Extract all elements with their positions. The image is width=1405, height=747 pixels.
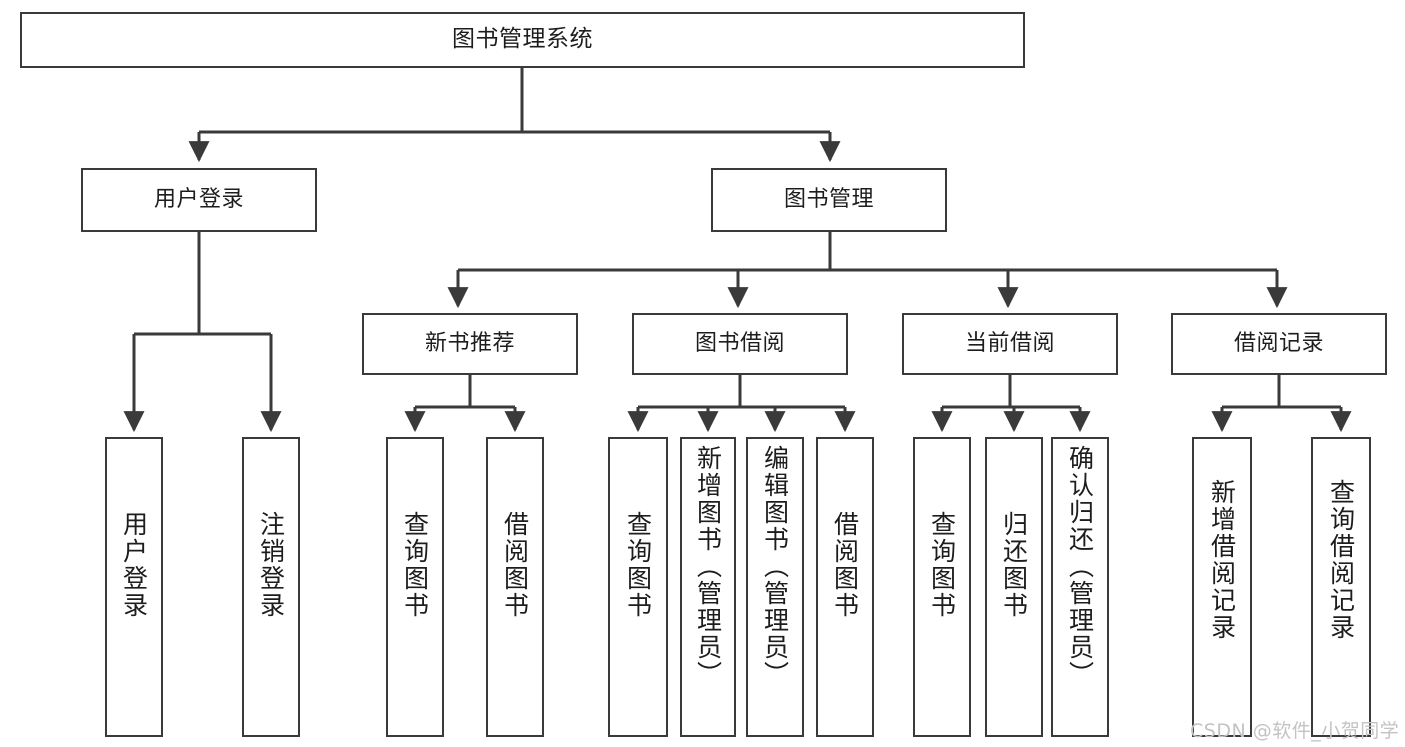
- node-label: 编辑图书（管理员）: [760, 445, 790, 688]
- node-label: 用户登录: [119, 511, 149, 619]
- node-label: 查询图书: [927, 511, 957, 619]
- node-label: 归还图书: [999, 511, 1029, 619]
- node-book-management[interactable]: 图书管理: [711, 168, 947, 232]
- leaf-confirm-return-admin[interactable]: 确认归还（管理员）: [1051, 437, 1109, 737]
- node-label: 借阅记录: [1233, 330, 1324, 356]
- node-label: 新增图书（管理员）: [693, 445, 723, 688]
- leaf-borrow-book-recommend[interactable]: 借阅图书: [486, 437, 544, 737]
- leaf-return-book[interactable]: 归还图书: [985, 437, 1043, 737]
- leaf-add-book-admin[interactable]: 新增图书（管理员）: [680, 437, 736, 737]
- leaf-borrow-book[interactable]: 借阅图书: [816, 437, 874, 737]
- node-label: 新增借阅记录: [1207, 479, 1237, 641]
- leaf-user-login[interactable]: 用户登录: [105, 437, 163, 737]
- leaf-query-borrow-record[interactable]: 查询借阅记录: [1311, 437, 1371, 737]
- node-label: 查询借阅记录: [1326, 479, 1356, 641]
- leaf-query-book-recommend[interactable]: 查询图书: [386, 437, 444, 737]
- node-current-borrow[interactable]: 当前借阅: [902, 313, 1118, 375]
- node-user-login[interactable]: 用户登录: [81, 168, 317, 232]
- node-label: 当前借阅: [964, 330, 1055, 356]
- node-label: 图书借阅: [694, 330, 785, 356]
- csdn-watermark: CSDN @软件_小贺同学: [1190, 720, 1400, 742]
- leaf-query-book-borrow[interactable]: 查询图书: [608, 437, 668, 737]
- node-new-book-recommend[interactable]: 新书推荐: [362, 313, 578, 375]
- node-root-system[interactable]: 图书管理系统: [20, 12, 1025, 68]
- node-label: 借阅图书: [500, 511, 530, 619]
- node-label: 用户登录: [153, 186, 244, 212]
- node-borrow-record[interactable]: 借阅记录: [1171, 313, 1387, 375]
- leaf-edit-book-admin[interactable]: 编辑图书（管理员）: [746, 437, 804, 737]
- node-label: 查询图书: [623, 511, 653, 619]
- node-book-borrow[interactable]: 图书借阅: [632, 313, 848, 375]
- leaf-add-borrow-record[interactable]: 新增借阅记录: [1192, 437, 1252, 737]
- node-label: 图书管理系统: [452, 26, 593, 53]
- node-label: 新书推荐: [424, 330, 515, 356]
- leaf-logout-login[interactable]: 注销登录: [242, 437, 300, 737]
- node-label: 借阅图书: [830, 511, 860, 619]
- leaf-query-book-current[interactable]: 查询图书: [913, 437, 971, 737]
- node-label: 图书管理: [783, 186, 874, 212]
- node-label: 查询图书: [400, 511, 430, 619]
- node-label: 确认归还（管理员）: [1065, 445, 1095, 688]
- node-label: 注销登录: [256, 511, 286, 619]
